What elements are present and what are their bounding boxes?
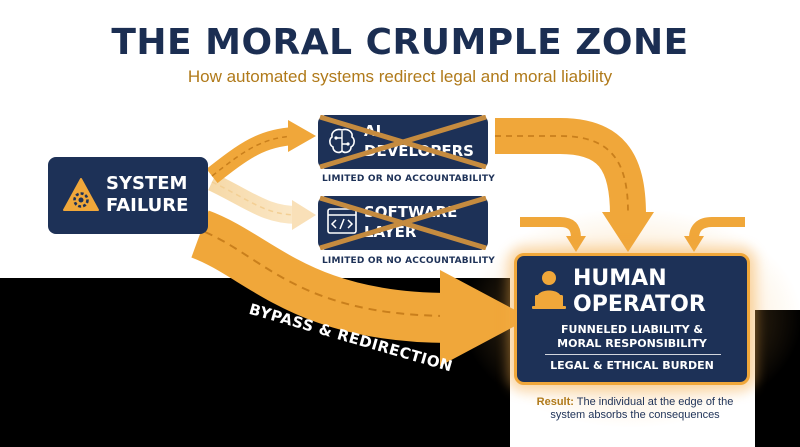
human-operator-box: HUMAN OPERATOR FUNNELED LIABILITY & MORA… [514, 253, 750, 385]
person-laptop-icon [532, 271, 566, 309]
liability-line2: MORAL RESPONSIBILITY [557, 337, 707, 350]
ai-arrow-head [288, 120, 316, 152]
result-label: Result: [536, 396, 574, 408]
liability-line1: FUNNELED LIABILITY & [561, 323, 703, 336]
ai-arrow-dash [211, 135, 295, 177]
left-small-arrow-shaft [520, 217, 581, 239]
human-operator-line1: HUMAN [573, 266, 667, 291]
faded-arrow-dash [211, 181, 299, 216]
ai-accountability-note: LIMITED OR NO ACCOUNTABILITY [322, 174, 495, 184]
strikethrough-x-ai [319, 115, 487, 169]
down-arrow-dash [495, 135, 629, 213]
liability-text: FUNNELED LIABILITY & MORAL RESPONSIBILIT… [517, 323, 747, 351]
right-small-arrow-head [684, 236, 704, 252]
page-title: THE MORAL CRUMPLE ZONE [111, 22, 689, 63]
result-text: The individual at the edge of the system… [550, 396, 734, 421]
burden-text: LEGAL & ETHICAL BURDEN [550, 359, 714, 372]
software-layer-box: SOFTWARE LAYER [318, 196, 488, 250]
divider [545, 354, 721, 355]
software-accountability-note: LIMITED OR NO ACCOUNTABILITY [322, 256, 495, 266]
faded-arrow-head [292, 200, 316, 230]
software-layer-line2: LAYER [364, 223, 417, 241]
bypass-arrow-dash [204, 231, 453, 317]
ai-developers-box: AI DEVELOPERS [318, 115, 488, 169]
left-small-arrow-head [566, 236, 586, 252]
strikethrough-x-software [319, 196, 487, 250]
down-arrow-head [602, 212, 654, 252]
brain-circuit-icon [329, 128, 355, 154]
warning-gear-icon [63, 178, 99, 211]
human-operator-line2: OPERATOR [573, 292, 706, 317]
bypass-arrow-shaft [190, 210, 451, 343]
page-subtitle: How automated systems redirect legal and… [187, 67, 613, 86]
right-small-arrow-shaft [689, 217, 745, 239]
result-caption: Result: The individual at the edge of th… [520, 396, 750, 422]
system-failure-box: SYSTEM FAILURE [48, 157, 208, 234]
system-failure-label: SYSTEM FAILURE [106, 173, 188, 217]
system-failure-line1: SYSTEM [106, 173, 188, 194]
code-window-icon [327, 208, 357, 234]
bypass-arrow-head [440, 270, 530, 366]
human-operator-label: HUMAN OPERATOR [573, 266, 706, 318]
system-failure-line2: FAILURE [106, 195, 189, 216]
